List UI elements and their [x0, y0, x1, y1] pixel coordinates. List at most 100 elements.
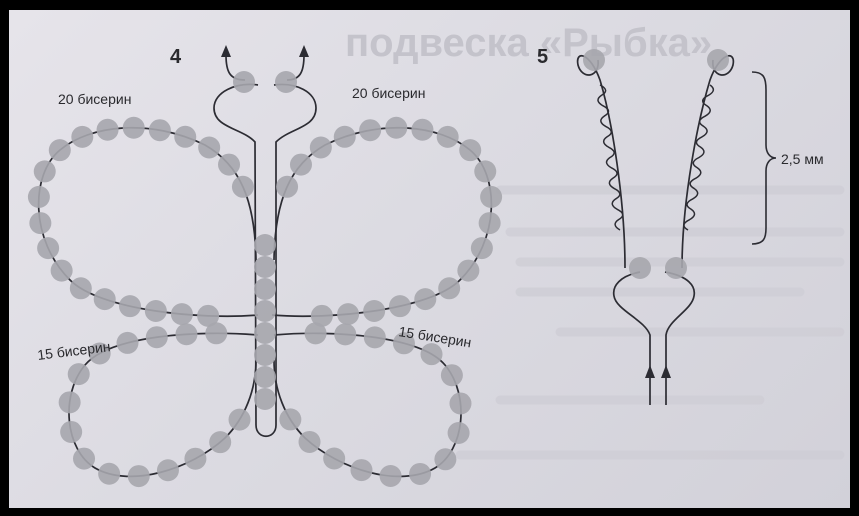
bead	[379, 465, 402, 488]
bead	[67, 363, 90, 386]
bead	[50, 259, 73, 282]
bead	[148, 119, 171, 142]
bead	[436, 125, 459, 148]
bead	[629, 257, 651, 279]
bead	[254, 344, 276, 366]
bead	[474, 160, 497, 183]
label-upper-left-wing: 20 бисерин	[58, 91, 131, 107]
figure-4-number: 4	[170, 46, 182, 68]
figure-5-number: 5	[537, 46, 548, 68]
bead	[254, 256, 276, 278]
bead	[205, 322, 228, 345]
bead	[350, 459, 373, 482]
bead	[29, 212, 52, 235]
bead	[279, 408, 302, 431]
bead	[411, 118, 434, 141]
bead	[254, 388, 276, 410]
bead	[98, 462, 121, 485]
bead	[33, 160, 56, 183]
bead	[707, 49, 729, 71]
figure-5-antennae: 5 2,5 мм	[537, 46, 824, 405]
bead	[385, 116, 408, 139]
bead	[478, 212, 501, 235]
bead	[334, 323, 357, 346]
bead	[174, 125, 197, 148]
arrow-up-icon	[221, 45, 231, 57]
bead	[96, 118, 119, 141]
bead	[116, 331, 139, 354]
wire-end-arrows	[221, 45, 309, 57]
bead	[459, 139, 482, 162]
bead	[228, 408, 251, 431]
bead	[289, 153, 312, 176]
bead	[583, 49, 605, 71]
bead	[218, 153, 241, 176]
bead	[254, 300, 276, 322]
bleed-through-lines	[455, 185, 845, 460]
bead	[93, 288, 116, 311]
bead	[254, 234, 276, 256]
antenna-beads	[583, 49, 729, 279]
bleed-through-heading: подвеска «Рыбка»	[345, 21, 712, 65]
bead	[438, 277, 461, 300]
coil-path	[683, 84, 715, 231]
bead	[73, 447, 96, 470]
bead	[359, 119, 382, 142]
bead	[414, 288, 437, 311]
butterfly-beads	[27, 71, 503, 488]
bead	[27, 185, 50, 208]
bead	[156, 459, 179, 482]
bead	[209, 431, 232, 454]
bead	[337, 303, 360, 326]
bead	[254, 366, 276, 388]
bead	[175, 323, 198, 346]
bead	[254, 322, 276, 344]
bead	[298, 430, 321, 453]
bead	[447, 421, 470, 444]
bead	[48, 139, 71, 162]
bead	[389, 295, 412, 318]
bead	[420, 343, 443, 366]
bead	[118, 295, 141, 318]
bead	[457, 259, 480, 282]
label-upper-right-wing: 20 бисерин	[352, 85, 425, 101]
bead	[58, 391, 81, 414]
bead	[363, 326, 386, 349]
bead	[127, 465, 150, 488]
bead	[304, 322, 327, 345]
bead	[145, 326, 168, 349]
arrow-up-icon	[299, 45, 309, 57]
bead	[333, 125, 356, 148]
antenna-coils	[597, 84, 715, 231]
bead	[434, 448, 457, 471]
measurement-label: 2,5 мм	[781, 151, 824, 167]
bead	[363, 299, 386, 322]
bead	[275, 71, 297, 93]
bead	[71, 125, 94, 148]
bead	[184, 447, 207, 470]
bead	[309, 136, 332, 159]
bead	[122, 116, 145, 139]
bead	[144, 299, 167, 322]
bead	[60, 420, 83, 443]
figure-4-butterfly: 4 20 бисерин 20 бисерин	[27, 45, 503, 488]
bead	[440, 364, 463, 387]
bead	[665, 257, 687, 279]
bead	[254, 278, 276, 300]
measurement-brace	[751, 71, 777, 245]
bead	[409, 462, 432, 485]
bead	[449, 392, 472, 415]
bead	[233, 71, 255, 93]
bead	[310, 304, 333, 327]
entry-arrows	[645, 365, 671, 378]
bead	[323, 447, 346, 470]
bead	[198, 136, 221, 159]
bead	[276, 175, 299, 198]
bead	[170, 303, 193, 326]
coil-path	[597, 84, 624, 231]
bead	[88, 342, 111, 365]
bead	[69, 277, 92, 300]
bead	[197, 304, 220, 327]
